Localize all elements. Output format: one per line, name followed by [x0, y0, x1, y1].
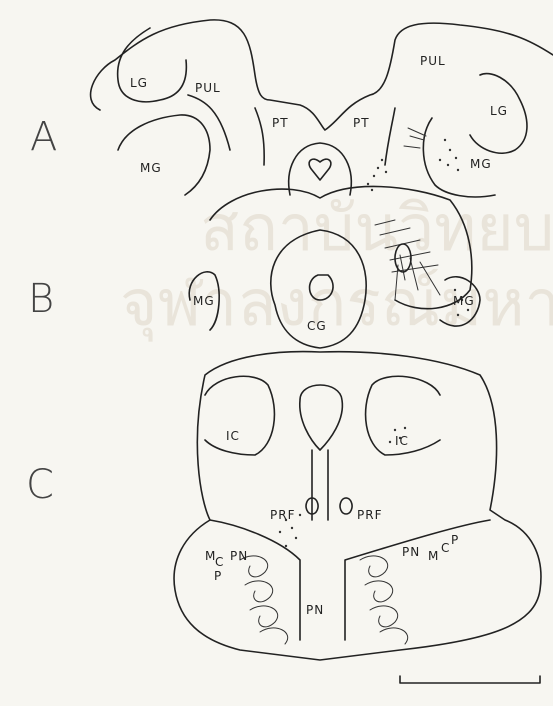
pontine-swirls-left	[240, 556, 288, 644]
prf-right-oval	[340, 498, 352, 514]
degeneration-stipple-a	[367, 128, 459, 191]
label-pt-left: PT	[272, 116, 289, 130]
label-pt-right: PT	[353, 116, 370, 130]
label-cg: CG	[307, 319, 327, 333]
section-c-outline	[174, 352, 541, 660]
label-lg-left: LG	[130, 76, 148, 90]
label-prf-left: PRF	[270, 508, 295, 522]
label-lg-right: LG	[490, 104, 508, 118]
pt-divider-right	[385, 108, 395, 165]
scale-bar	[400, 676, 540, 683]
panel-a-letter: A	[30, 114, 57, 160]
label-mcp-right-p: P	[451, 533, 459, 547]
ventral-border-right	[345, 520, 490, 640]
label-pn-left: PN	[230, 549, 248, 563]
label-mcp-right-c: C	[441, 541, 450, 555]
aqueduct-c-outline	[300, 385, 343, 450]
label-mg-right-b: MG	[453, 294, 475, 308]
label-ic-left: IC	[226, 429, 240, 443]
aqueduct-a-outline	[289, 143, 352, 195]
label-mcp-left-c: C	[215, 555, 224, 569]
label-pn-right: PN	[402, 545, 420, 559]
pontine-swirls-right	[360, 556, 408, 644]
label-pul-left: PUL	[195, 81, 221, 95]
lg-left-outline	[118, 28, 187, 102]
panel-c-letter: C	[26, 462, 54, 508]
section-c: C IC IC PRF PRF M C P PN PN PN M C P	[26, 352, 541, 660]
section-a-outline	[91, 20, 553, 130]
label-mg-right: MG	[470, 157, 492, 171]
section-a: A LG PUL PT PT PUL LG MG MG	[30, 20, 553, 197]
label-prf-right: PRF	[357, 508, 382, 522]
label-mcp-left-p: P	[214, 569, 222, 583]
label-mg-left: MG	[140, 161, 162, 175]
panel-b-letter: B	[28, 276, 54, 322]
mg-left-outline	[118, 115, 210, 195]
label-pn-center: PN	[306, 603, 324, 617]
aqueduct-a-heart	[309, 159, 331, 180]
label-ic-right: IC	[395, 434, 409, 448]
ic-left-outline	[205, 376, 274, 455]
watermark-line2: จุฬาลงกรณ์มหาวิทยาลัย	[120, 267, 553, 342]
degeneration-stipple-c	[279, 427, 406, 547]
label-mg-left-b: MG	[193, 294, 215, 308]
ventral-border-left	[210, 520, 300, 640]
pt-divider-left	[255, 108, 264, 165]
watermark-line1: สถาบันวิทยบริการ	[200, 192, 553, 266]
label-mcp-right-m: M	[428, 549, 439, 563]
label-pul-right: PUL	[420, 54, 446, 68]
